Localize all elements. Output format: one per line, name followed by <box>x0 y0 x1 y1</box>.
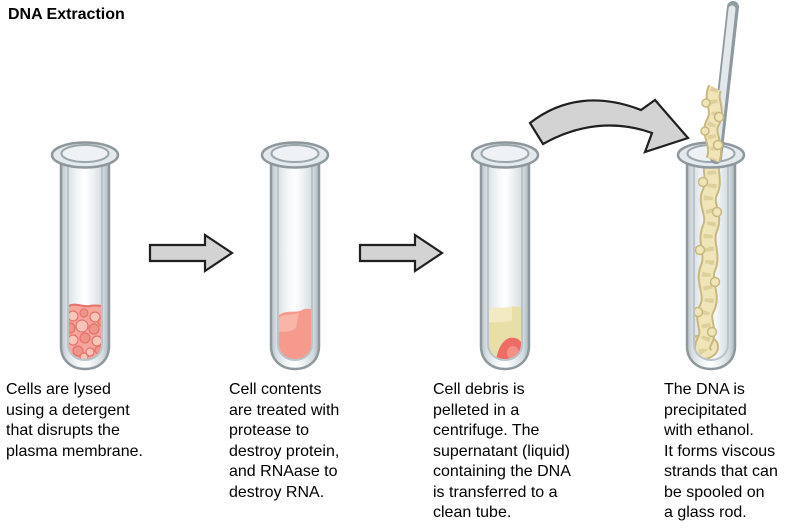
curved-transfer-arrow-icon <box>528 98 690 154</box>
step-2-caption: Cell contents are treated with protease … <box>229 381 340 501</box>
diagram-title: DNA Extraction <box>8 6 125 23</box>
test-tube-2 <box>260 141 330 371</box>
dna-strands-on-rod <box>700 84 725 163</box>
test-tube-4 <box>676 141 746 371</box>
lysed-cells <box>68 303 102 360</box>
arrow-1-icon <box>148 232 234 274</box>
step-3-caption: Cell debris is pelleted in a centrifuge.… <box>433 381 571 521</box>
step-1-caption: Cells are lysed using a detergent that d… <box>6 381 143 460</box>
test-tube-1 <box>50 141 120 371</box>
spooled-dna <box>694 162 723 360</box>
lysate-liquid <box>278 308 312 360</box>
step-4-caption: The DNA is precipitated with ethanol. It… <box>664 381 778 521</box>
arrow-2-icon <box>358 232 444 274</box>
test-tube-3 <box>470 141 540 371</box>
